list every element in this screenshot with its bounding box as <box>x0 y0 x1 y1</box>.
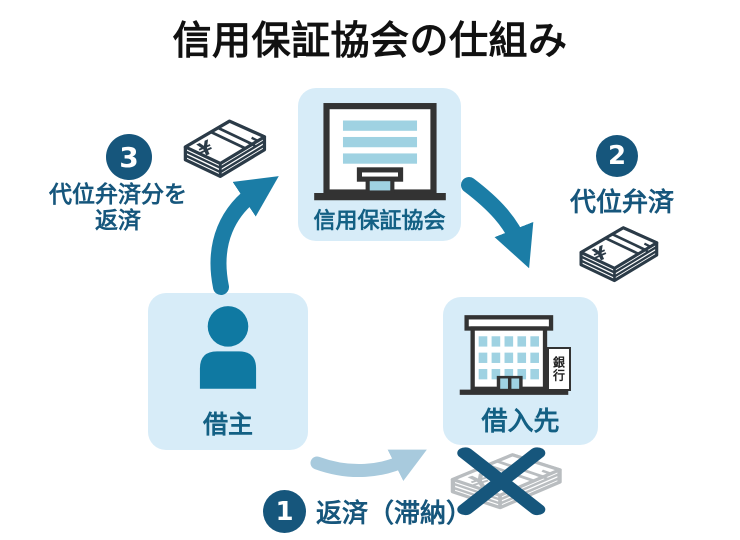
money-bundle-shapes <box>579 226 659 283</box>
step1-number: 1 <box>275 496 294 527</box>
step1-label: 返済（滞納） <box>316 499 473 529</box>
arrow-borrower-to-guarantor <box>210 176 279 295</box>
page-title: 信用保証協会の仕組み <box>172 19 568 64</box>
step3-number: 3 <box>119 140 139 174</box>
node-borrower: 借主 <box>148 293 308 450</box>
node-lender: 銀行 借入先 <box>443 297 598 445</box>
guarantor-label: 信用保証協会 <box>313 209 446 234</box>
person-icon <box>199 306 257 389</box>
lender-label: 借入先 <box>481 407 560 437</box>
cross-icon <box>457 447 546 516</box>
step3-label: 代位弁済分を 返済 <box>27 182 209 235</box>
arrow-borrower-to-lender <box>310 449 427 481</box>
node-guarantor: 信用保証協会 <box>298 88 461 241</box>
bank-building-shapes <box>459 315 569 395</box>
step3-badge: 3 <box>106 134 152 180</box>
bank-sign: 銀行 <box>547 347 571 391</box>
building-icon-shapes <box>314 103 446 201</box>
step2-number: 2 <box>607 141 627 171</box>
crossed-money-icon: ¥ <box>450 447 562 516</box>
bank-windows <box>478 336 539 380</box>
building-icon <box>314 103 446 201</box>
step3-label-line1: 代位弁済分を <box>49 182 187 208</box>
person-icon-shapes <box>199 306 257 389</box>
bank-building-icon <box>459 315 569 395</box>
borrower-label: 借主 <box>202 410 253 439</box>
step1-badge: 1 <box>263 490 306 533</box>
money-bundle-icon: ¥ <box>183 119 267 178</box>
arrow-guarantor-to-lender <box>461 177 534 269</box>
money-bundle-shapes <box>183 119 267 178</box>
money-bundle-icon: ¥ <box>579 226 659 283</box>
step3-label-line2: 返済 <box>95 207 141 234</box>
step2-badge: 2 <box>596 135 638 177</box>
step2-label: 代位弁済 <box>569 188 674 218</box>
